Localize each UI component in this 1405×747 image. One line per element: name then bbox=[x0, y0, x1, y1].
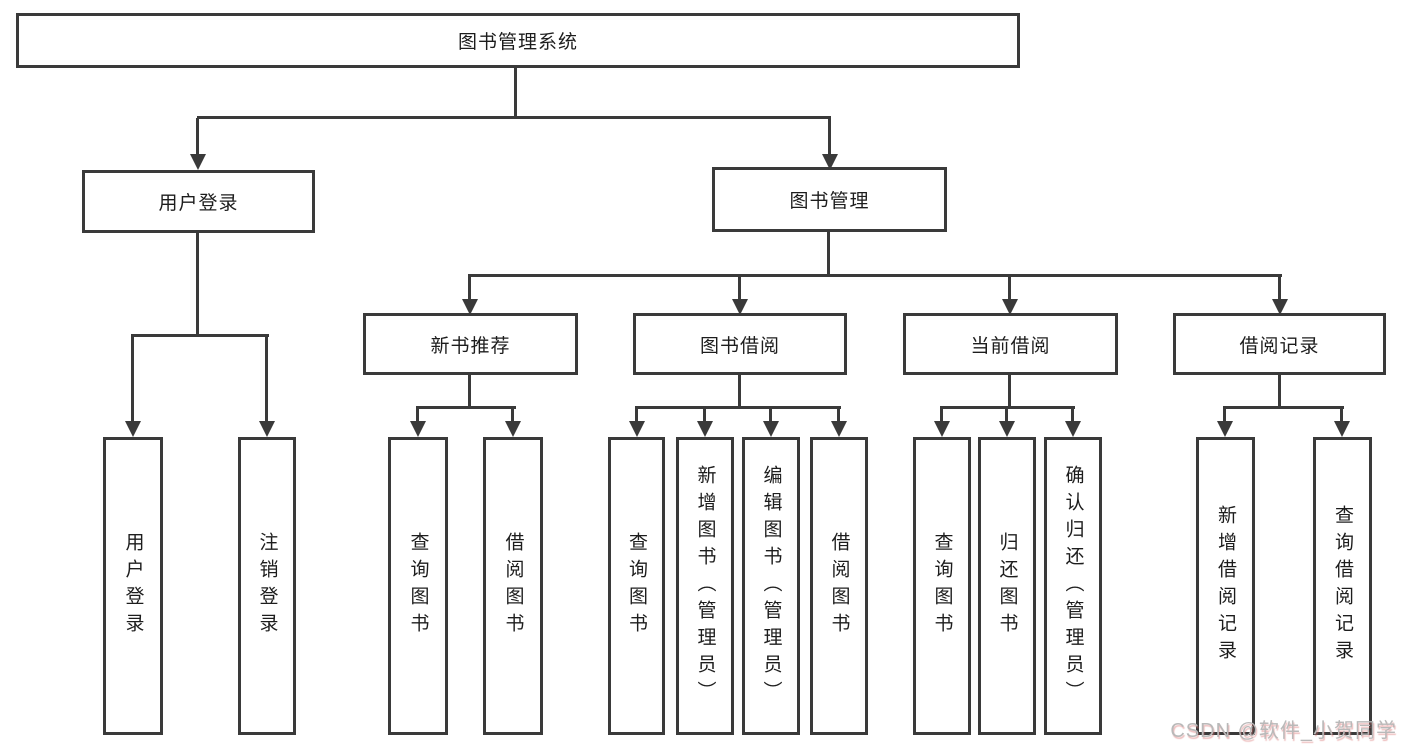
leaf-edit-book-admin: 编辑图书（管理员） bbox=[742, 437, 800, 735]
connector-leaf bbox=[703, 408, 706, 422]
leaf-add-book-admin: 新增图书（管理员） bbox=[676, 437, 734, 735]
connector-root-branch bbox=[197, 116, 831, 119]
arrow-down-icon bbox=[629, 421, 645, 437]
leaf-query-borrow-record: 查询借阅记录 bbox=[1313, 437, 1372, 735]
connector-to-leaf-logout bbox=[265, 336, 268, 422]
connector-to-borrow-records bbox=[1278, 276, 1281, 300]
connector-to-book-borrow bbox=[738, 276, 741, 300]
arrow-down-icon bbox=[410, 421, 426, 437]
leaf-add-borrow-record: 新增借阅记录 bbox=[1196, 437, 1255, 735]
connector-leaf bbox=[1223, 408, 1226, 422]
connector-to-leaf-user-login bbox=[131, 336, 134, 422]
arrow-down-icon bbox=[934, 421, 950, 437]
node-new-book-recommend: 新书推荐 bbox=[363, 313, 578, 375]
arrow-down-icon bbox=[505, 421, 521, 437]
connector-user-login-stub bbox=[196, 233, 199, 336]
connector-to-book-management bbox=[828, 118, 831, 156]
connector-leaf bbox=[1005, 408, 1008, 422]
node-current-borrow: 当前借阅 bbox=[903, 313, 1118, 375]
connector-book-management-stub bbox=[827, 232, 830, 276]
arrow-down-icon bbox=[999, 421, 1015, 437]
node-user-login: 用户登录 bbox=[82, 170, 315, 233]
connector-root-stub bbox=[514, 68, 517, 118]
connector-to-current-borrow bbox=[1008, 276, 1011, 300]
arrow-down-icon bbox=[125, 421, 141, 437]
connector-to-new-book bbox=[468, 276, 471, 300]
arrow-down-icon bbox=[763, 421, 779, 437]
connector-book-borrow-branch bbox=[635, 406, 841, 409]
connector-new-book-branch bbox=[416, 406, 516, 409]
arrow-down-icon bbox=[1065, 421, 1081, 437]
connector-book-management-branch bbox=[468, 274, 1282, 277]
leaf-query-book-recommend: 查询图书 bbox=[388, 437, 448, 735]
watermark: CSDN @软件_小贺同学 bbox=[1170, 720, 1397, 742]
connector-leaf bbox=[837, 408, 840, 422]
connector-new-book-stub bbox=[468, 375, 471, 408]
connector-leaf bbox=[1071, 408, 1074, 422]
leaf-confirm-return-admin: 确认归还（管理员） bbox=[1044, 437, 1102, 735]
arrow-down-icon bbox=[190, 154, 206, 170]
connector-current-borrow-branch bbox=[940, 406, 1075, 409]
node-book-management: 图书管理 bbox=[712, 167, 947, 232]
leaf-query-book-borrow: 查询图书 bbox=[608, 437, 665, 735]
connector-to-user-login bbox=[196, 118, 199, 156]
leaf-logout: 注销登录 bbox=[238, 437, 296, 735]
leaf-query-book-current: 查询图书 bbox=[913, 437, 971, 735]
connector-current-borrow-stub bbox=[1008, 375, 1011, 408]
arrow-down-icon bbox=[697, 421, 713, 437]
node-borrow-records: 借阅记录 bbox=[1173, 313, 1386, 375]
arrow-down-icon bbox=[822, 154, 838, 170]
connector-leaf bbox=[416, 408, 419, 422]
arrow-down-icon bbox=[259, 421, 275, 437]
arrow-down-icon bbox=[1217, 421, 1233, 437]
connector-leaf bbox=[769, 408, 772, 422]
leaf-borrow-book-recommend: 借阅图书 bbox=[483, 437, 543, 735]
connector-borrow-records-branch bbox=[1223, 406, 1344, 409]
connector-leaf bbox=[635, 408, 638, 422]
connector-borrow-records-stub bbox=[1278, 375, 1281, 408]
connector-leaf bbox=[1340, 408, 1343, 422]
connector-user-login-branch bbox=[131, 334, 269, 337]
connector-leaf bbox=[511, 408, 514, 422]
leaf-borrow-book: 借阅图书 bbox=[810, 437, 868, 735]
connector-book-borrow-stub bbox=[738, 375, 741, 408]
arrow-down-icon bbox=[1272, 299, 1288, 315]
arrow-down-icon bbox=[1002, 299, 1018, 315]
leaf-user-login: 用户登录 bbox=[103, 437, 163, 735]
arrow-down-icon bbox=[732, 299, 748, 315]
connector-leaf bbox=[940, 408, 943, 422]
arrow-down-icon bbox=[1334, 421, 1350, 437]
leaf-return-book: 归还图书 bbox=[978, 437, 1036, 735]
node-root: 图书管理系统 bbox=[16, 13, 1020, 68]
arrow-down-icon bbox=[831, 421, 847, 437]
arrow-down-icon bbox=[462, 299, 478, 315]
node-book-borrow: 图书借阅 bbox=[633, 313, 847, 375]
